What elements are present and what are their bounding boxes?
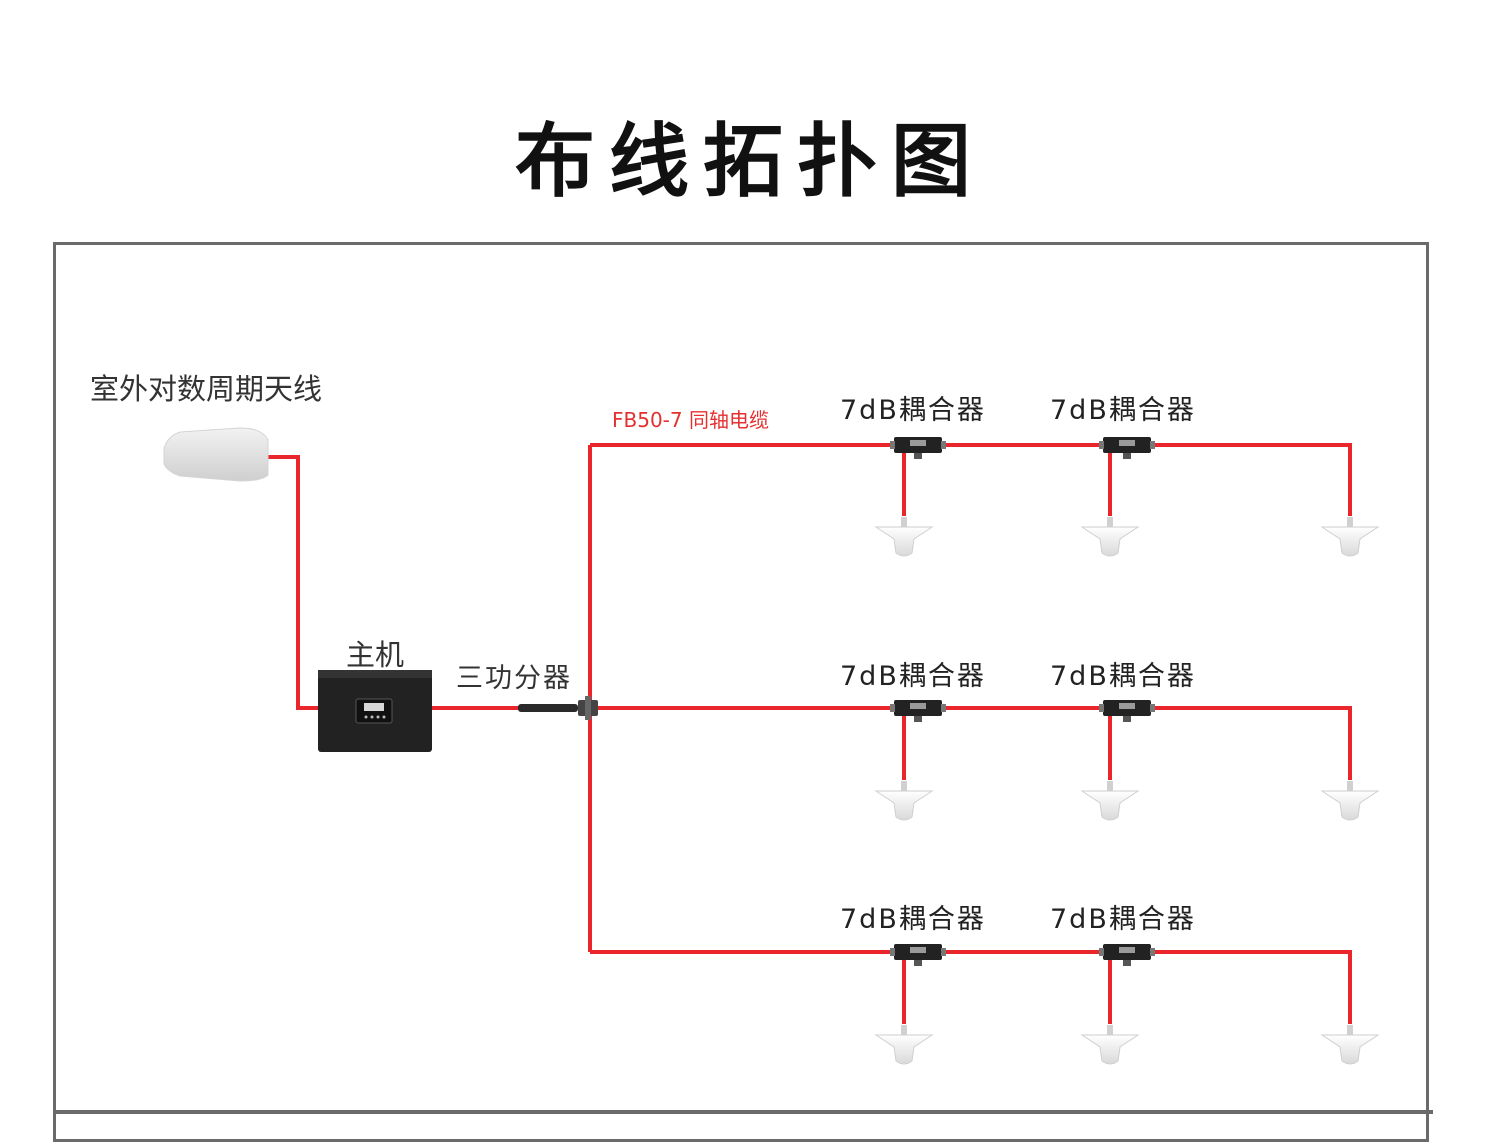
splitter-icon [518, 696, 598, 720]
coupler-label: 7dB耦合器 [1050, 395, 1196, 426]
ceiling-antenna-icon [875, 780, 933, 821]
splitter-label: 三功分器 [456, 663, 572, 694]
ceiling-antenna-icon [1321, 1024, 1379, 1065]
ceiling-antenna-icon [1081, 516, 1139, 557]
bottom-divider [53, 1110, 1433, 1114]
coupler-icon [890, 700, 946, 722]
coupler-label: 7dB耦合器 [840, 395, 986, 426]
repeater-host-icon [318, 670, 432, 752]
ceiling-antenna-icon [1081, 1024, 1139, 1065]
coupler-label: 7dB耦合器 [1050, 904, 1196, 935]
coupler-label: 7dB耦合器 [1050, 661, 1196, 692]
coupler-icon [1099, 700, 1155, 722]
ceiling-antenna-icon [875, 1024, 933, 1065]
antenna-cable [268, 455, 320, 710]
coupler-label: 7dB耦合器 [840, 904, 986, 935]
ceiling-antenna-icon [1321, 780, 1379, 821]
coupler-label: 7dB耦合器 [840, 661, 986, 692]
host-label: 主机 [346, 638, 405, 672]
coupler-icon [890, 944, 946, 966]
ceiling-antenna-icon [875, 516, 933, 557]
antenna-label: 室外对数周期天线 [90, 372, 323, 406]
cable-label: FB50-7 同轴电缆 [612, 408, 769, 432]
coupler-icon [1099, 437, 1155, 459]
branch-row-1 [590, 443, 1352, 516]
coupler-icon [1099, 944, 1155, 966]
branch-row-3 [590, 950, 1352, 1024]
ceiling-antenna-icon [1321, 516, 1379, 557]
log-periodic-antenna-icon [163, 427, 269, 482]
branch-row-2 [598, 706, 1352, 780]
page-title: 布线拓扑图 [515, 115, 985, 208]
coupler-icon [890, 437, 946, 459]
ceiling-antenna-icon [1081, 780, 1139, 821]
